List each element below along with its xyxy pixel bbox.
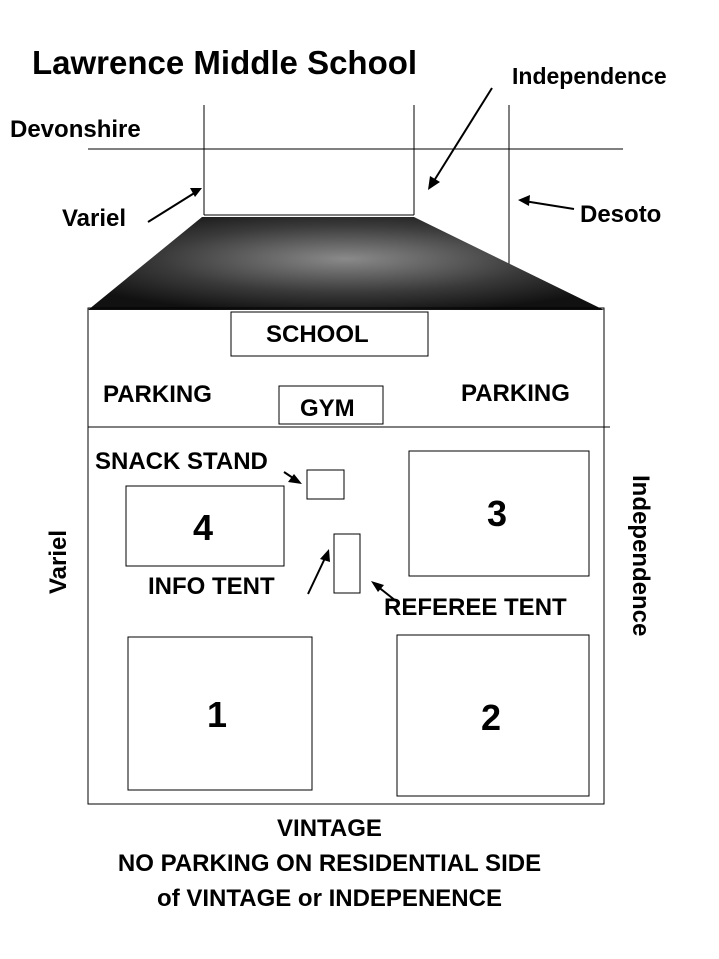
street-label-devonshire: Devonshire bbox=[10, 116, 141, 143]
snack-stand-label: SNACK STAND bbox=[95, 448, 268, 475]
gym-building bbox=[278, 385, 384, 425]
street-label-independence-side: Independence bbox=[627, 475, 654, 637]
info-tent-label: INFO TENT bbox=[148, 573, 275, 600]
referee-tent-label: REFEREE TENT bbox=[384, 594, 567, 621]
parking-left-label: PARKING bbox=[103, 381, 212, 408]
street-label-independence-top: Independence bbox=[512, 63, 667, 89]
parking-right-label: PARKING bbox=[461, 380, 570, 407]
street-label-variel-side: Variel bbox=[45, 529, 72, 595]
field-1 bbox=[127, 636, 313, 791]
referee-tent-arrow bbox=[371, 581, 397, 602]
info-tent-arrow bbox=[307, 549, 330, 595]
street-label-variel-top: Variel bbox=[62, 205, 127, 232]
field-3-number: 3 bbox=[487, 493, 508, 534]
street-label-vintage: VINTAGE bbox=[277, 815, 382, 842]
gym-label: GYM bbox=[300, 395, 355, 422]
parking-note-line2: of VINTAGE or INDEPENENCE bbox=[157, 885, 502, 912]
field-1-number: 1 bbox=[207, 694, 228, 735]
field-3 bbox=[408, 450, 590, 577]
independence-arrow bbox=[428, 87, 493, 190]
snack-stand-arrow bbox=[283, 471, 302, 484]
street-label-desoto: Desoto bbox=[580, 201, 662, 228]
parking-note-line1: NO PARKING ON RESIDENTIAL SIDE bbox=[117, 850, 542, 877]
variel-arrow bbox=[147, 188, 202, 223]
field-2-number: 2 bbox=[481, 697, 502, 738]
field-2 bbox=[396, 634, 590, 797]
zoom-projection bbox=[88, 217, 604, 310]
field-4-number: 4 bbox=[193, 507, 214, 548]
map-title: Lawrence Middle School bbox=[32, 44, 418, 81]
school-building bbox=[230, 311, 429, 357]
desoto-arrow bbox=[518, 195, 575, 210]
snack-stand-box bbox=[306, 469, 345, 500]
field-4 bbox=[125, 485, 285, 567]
school-label: SCHOOL bbox=[266, 321, 369, 348]
site-boundary bbox=[87, 307, 605, 805]
tent-box bbox=[333, 533, 361, 594]
